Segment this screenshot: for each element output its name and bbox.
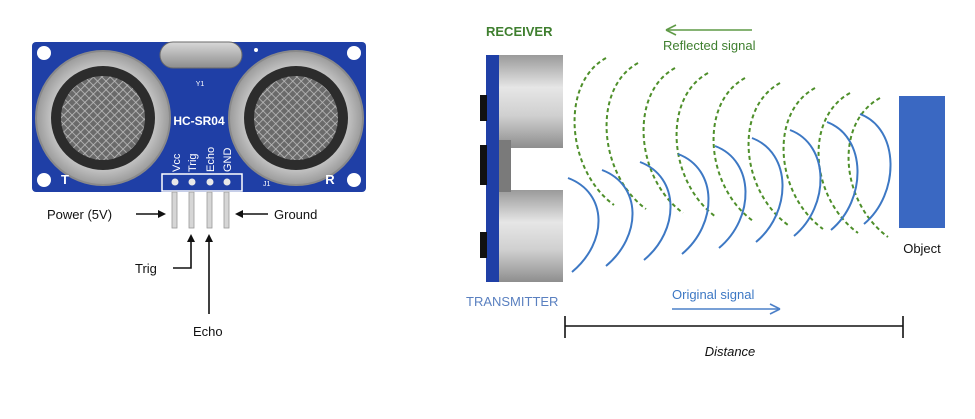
- header-label: J1: [263, 181, 271, 188]
- original-wavefront: [639, 161, 672, 261]
- echo-callout: Echo: [193, 324, 223, 339]
- hc-sr04-board: Y1 HC-SR04 T R Vcc Trig Echo GND J1: [32, 41, 366, 229]
- reflected-wavefront: [712, 77, 754, 222]
- original-wavefront: [567, 177, 600, 273]
- target-object: [899, 96, 945, 228]
- original-wavefront: [789, 129, 822, 237]
- reflected-wavefront: [847, 97, 889, 238]
- reflected-arrow: [665, 24, 752, 36]
- pin-label-echo: Echo: [205, 147, 217, 172]
- transmitter-mark: T: [61, 172, 69, 187]
- original-wavefront: [859, 113, 892, 225]
- header-pins: [171, 191, 230, 229]
- original-wavefront: [677, 153, 710, 255]
- sensor-side-view: [480, 55, 563, 282]
- pin-labels: Vcc Trig Echo GND: [171, 147, 234, 172]
- mount-hole-icon: [37, 46, 51, 60]
- original-signal-label: Original signal: [672, 287, 754, 302]
- reflected-wavefront: [605, 62, 647, 210]
- original-wavefront: [601, 169, 634, 267]
- pin-label-gnd: GND: [222, 148, 234, 173]
- power-callout: Power (5V): [47, 207, 112, 222]
- crystal-label: Y1: [196, 81, 205, 88]
- receiver-transducer: [228, 50, 364, 186]
- reflected-wavefront: [573, 57, 615, 206]
- crystal-oscillator: [159, 41, 243, 69]
- pin-header: [161, 173, 243, 192]
- pin-label-vcc: Vcc: [171, 153, 183, 172]
- ground-callout: Ground: [274, 207, 317, 222]
- trig-callout: Trig: [135, 261, 157, 276]
- original-wavefront: [714, 145, 747, 249]
- mount-hole-icon: [37, 173, 51, 187]
- receiver-cylinder: [499, 55, 563, 148]
- reflected-wavefront: [747, 82, 789, 226]
- receiver-label: RECEIVER: [486, 24, 553, 39]
- reflected-waves: [573, 57, 889, 238]
- transmitter-label: TRANSMITTER: [466, 294, 558, 309]
- board-edge: [486, 55, 499, 282]
- reflected-wavefront: [782, 87, 824, 230]
- object-label: Object: [903, 241, 941, 256]
- model-label: HC-SR04: [173, 114, 225, 128]
- original-wavefront: [826, 121, 859, 231]
- distance-bar: [564, 316, 904, 338]
- transmitter-transducer: [35, 50, 171, 186]
- transmitter-cylinder: [499, 190, 563, 282]
- pin-label-trig: Trig: [187, 153, 199, 172]
- receiver-mark: R: [325, 172, 335, 187]
- reflected-wavefront: [817, 92, 859, 234]
- original-waves: [567, 113, 892, 273]
- distance-label: Distance: [705, 344, 756, 359]
- mount-hole-icon: [347, 46, 361, 60]
- pin-callout-arrows: [136, 210, 268, 314]
- reflected-wavefront: [642, 67, 684, 214]
- mount-hole-icon: [347, 173, 361, 187]
- reflected-signal-label: Reflected signal: [663, 38, 756, 53]
- reflected-wavefront: [675, 72, 717, 218]
- original-arrow: [672, 303, 781, 315]
- original-wavefront: [751, 137, 784, 243]
